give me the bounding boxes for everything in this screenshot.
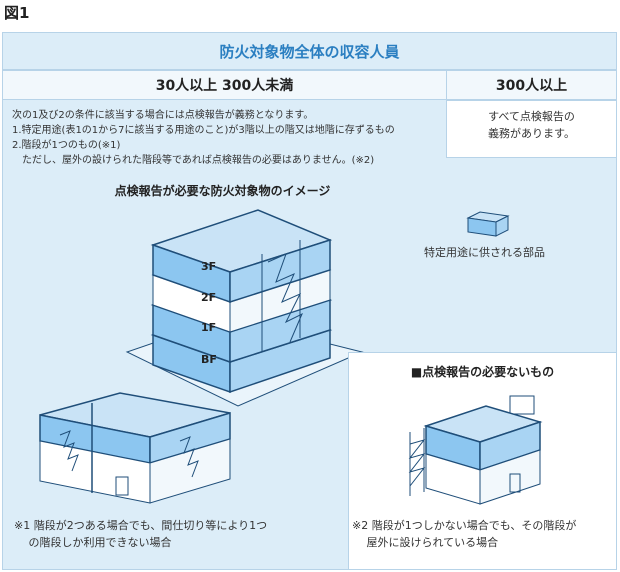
note-2-line1: ※2 階段が1つしかない場合でも、その階段が [352,519,577,532]
floor-label-1f: 1F [201,321,216,334]
condition-intro: 次の1及び2の条件に該当する場合には点検報告が義務となります。 [12,110,314,121]
condition-1: 1.特定用途(表1の1から7に該当する用途のこと)が3階以上の階又は地階に存ずる… [12,125,395,136]
note-2-line2: 屋外に設けられている場合 [352,536,499,549]
floor-label-3f: 3F [201,260,216,273]
right-cell-line2: 義務があります。 [488,127,575,140]
floor-label-bf: BF [201,353,217,366]
legend-swatch-icon [466,211,510,237]
note-1-line1: ※1 階段が2つある場合でも、間仕切り等により1つ [14,519,268,532]
conditions-text: 次の1及び2の条件に該当する場合には点検報告が義務となります。 1.特定用途(表… [12,108,442,168]
note-2: ※2 階段が1つしかない場合でも、その階段が 屋外に設けられている場合 [352,517,614,551]
header-30-300: 30人以上 300人未満 [2,70,447,100]
right-cell-text: すべて点検報告の 義務があります。 [446,108,617,142]
note-1-line2: の階段しか利用できない場合 [14,536,172,549]
inset-title: ■点検報告の必要ないもの [410,365,555,379]
image-caption: 点検報告が必要な防火対象物のイメージ [114,184,331,198]
note-1: ※1 階段が2つある場合でも、間仕切り等により1つ の階段しか利用できない場合 [14,517,334,551]
condition-2: 2.階段が1つのもの(※1) [12,140,121,151]
legend-label: 特定用途に供される部品 [424,246,545,259]
outdoor-stair-building-illustration [408,395,543,505]
right-cell-line1: すべて点検報告の [488,110,575,123]
condition-exception: ただし、屋外の設けられた階段等であれば点検報告の必要はありません。(※2) [12,155,375,166]
figure-label: 図1 [4,4,30,22]
two-stair-building-illustration [39,392,231,504]
floor-label-2f: 2F [201,291,216,304]
header-300-plus: 300人以上 [446,70,617,100]
right-cell-box [446,100,617,158]
panel-title: 防火対象物全体の収容人員 [2,32,617,70]
